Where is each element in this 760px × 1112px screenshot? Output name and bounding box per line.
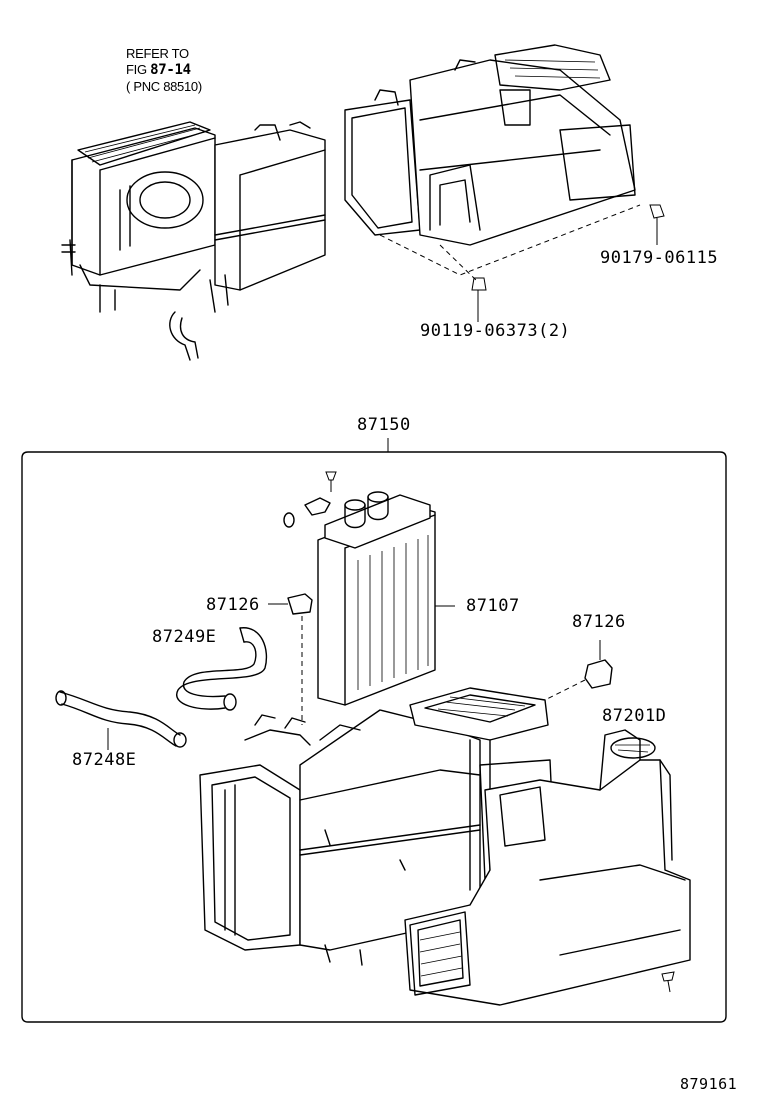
- heater-unit-top-drawing: [344, 44, 665, 322]
- reference-fig-number: 87-14: [150, 62, 191, 78]
- reference-note-line2: FIG 87-14: [126, 63, 191, 77]
- callout-servo-right: 87126: [572, 612, 626, 632]
- callout-duct: 87201D: [602, 706, 667, 726]
- heater-case-drawing: [199, 687, 556, 966]
- duct-drawing: [404, 729, 691, 1006]
- hose-lower-drawing: [55, 690, 187, 750]
- reference-note-prefix: FIG: [126, 62, 151, 77]
- assembly-frame: [21, 451, 727, 1023]
- callout-heater-core: 87107: [466, 596, 520, 616]
- callout-assembly: 87150: [357, 415, 411, 435]
- diagram-id: 879161: [680, 1075, 738, 1093]
- reference-note-line1: REFER TO: [126, 46, 189, 61]
- callout-hose-upper: 87249E: [152, 627, 217, 647]
- blower-unit-drawing: [61, 121, 326, 361]
- heater-core-drawing: [283, 471, 455, 706]
- callout-nut: 90179-06115: [600, 248, 719, 268]
- servo-left-drawing: [268, 593, 313, 725]
- callout-screw: 90119-06373(2): [420, 321, 571, 341]
- callout-servo-left: 87126: [206, 595, 260, 615]
- callout-hose-lower: 87248E: [72, 750, 137, 770]
- hose-upper-drawing: [176, 627, 268, 711]
- reference-note-line3: ( PNC 88510): [126, 79, 202, 94]
- servo-right-drawing: [544, 640, 613, 701]
